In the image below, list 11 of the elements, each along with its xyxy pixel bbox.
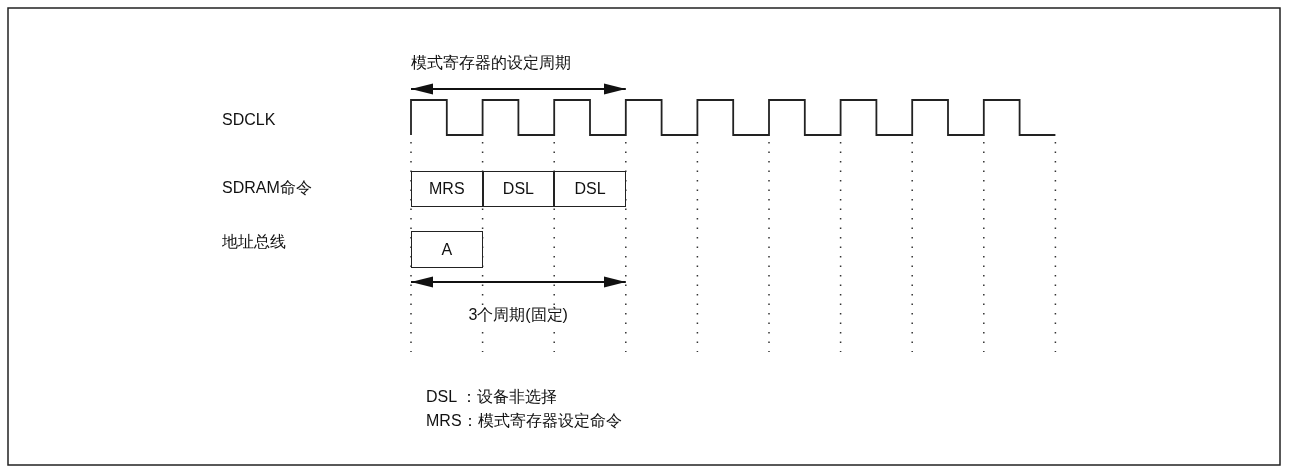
command-box: DSL <box>554 171 626 207</box>
signal-name: 地址总线 <box>222 232 286 252</box>
command-box: DSL <box>482 171 555 207</box>
note-text: DSL ：设备非选择 <box>426 387 557 407</box>
signal-name: SDRAM命令 <box>222 178 312 198</box>
dimension-label: 模式寄存器的设定周期 <box>411 53 571 73</box>
dimension-label: 3个周期(固定) <box>468 305 568 325</box>
signal-name: SDCLK <box>222 110 276 130</box>
command-box: MRS <box>411 171 483 207</box>
address-box: A <box>411 231 483 268</box>
note-text: MRS：模式寄存器设定命令 <box>426 411 622 431</box>
